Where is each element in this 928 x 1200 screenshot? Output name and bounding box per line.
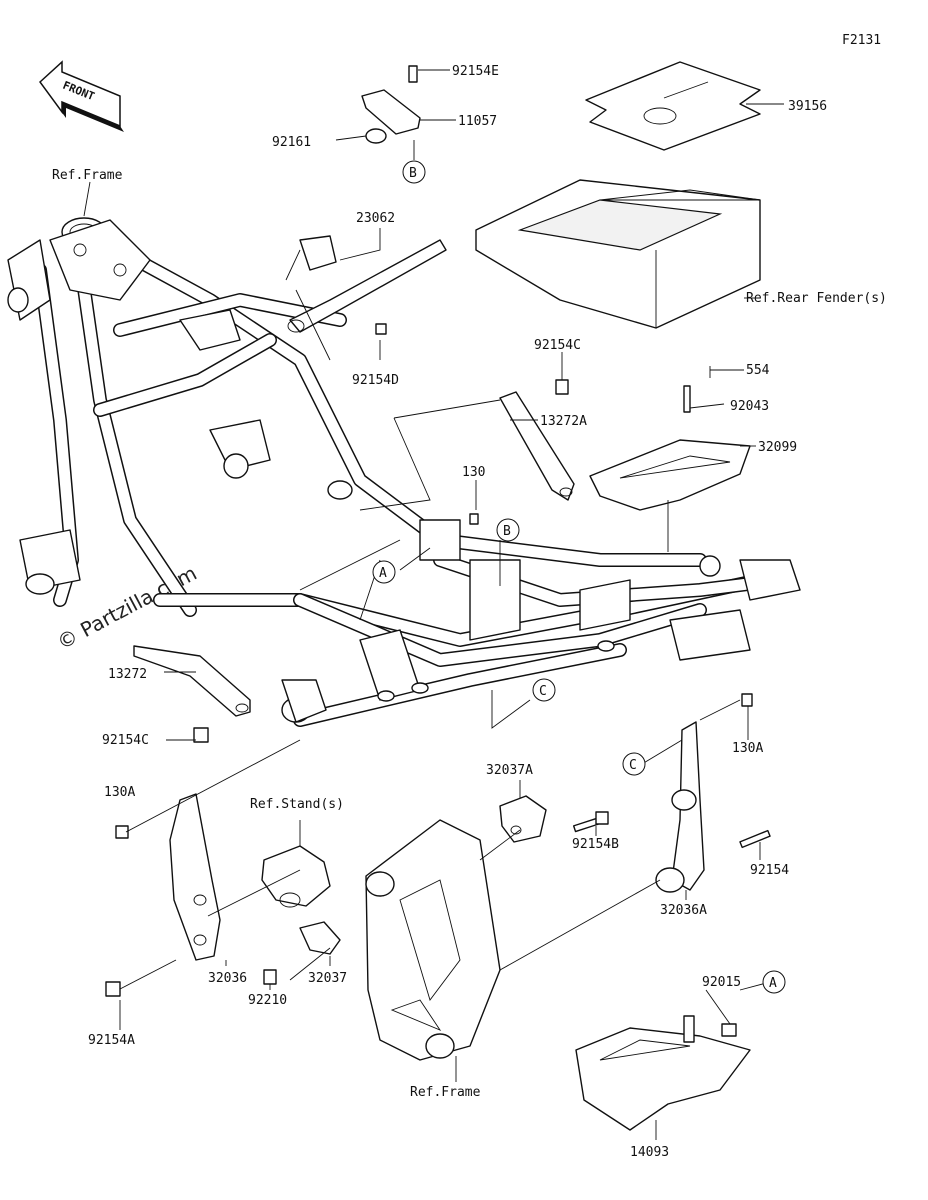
label-92154C-left: 92154C	[102, 733, 149, 748]
frame-casting-drawing	[365, 819, 501, 1061]
label-32037A: 32037A	[486, 763, 533, 778]
stay-13272A-drawing	[499, 379, 575, 501]
label-130A-right: 130A	[732, 741, 763, 756]
label-92210: 92210	[248, 993, 287, 1008]
svg-text:C: C	[629, 758, 637, 773]
label-39156: 39156	[788, 99, 827, 114]
label-92154E: 92154E	[452, 64, 499, 79]
bracket-32099-drawing	[589, 366, 751, 511]
svg-text:A: A	[379, 566, 387, 581]
label-ref-frame-bottom: Ref.Frame	[410, 1085, 481, 1100]
label-ref-stand: Ref.Stand(s)	[250, 797, 344, 812]
bolt-markers	[105, 323, 479, 997]
label-92154D: 92154D	[352, 373, 399, 388]
label-32099: 32099	[758, 440, 797, 455]
label-13272A: 13272A	[540, 414, 587, 429]
stand-bracket-drawing	[261, 845, 331, 908]
label-554: 554	[746, 363, 770, 378]
guard-14093-drawing	[575, 1015, 751, 1131]
callout-a-bottom: A	[762, 970, 786, 994]
bolt-92154B-drawing	[572, 811, 609, 833]
label-32036: 32036	[208, 971, 247, 986]
stay-13272-drawing	[133, 645, 251, 743]
svg-text:B: B	[409, 166, 417, 181]
label-92154C-top: 92154C	[534, 338, 581, 353]
callout-b-mid: B	[496, 518, 520, 542]
label-92161: 92161	[272, 135, 311, 150]
plate-32036A-drawing	[655, 693, 771, 893]
label-92154B: 92154B	[572, 837, 619, 852]
label-14093: 14093	[630, 1145, 669, 1160]
label-32037: 32037	[308, 971, 347, 986]
label-92043: 92043	[730, 399, 769, 414]
diagram-code: F2131	[842, 33, 881, 48]
svg-text:A: A	[769, 976, 777, 991]
label-13272: 13272	[108, 667, 147, 682]
label-92154A: 92154A	[88, 1033, 135, 1048]
bracket-11057-drawing	[361, 65, 421, 144]
bracket-23062-drawing	[285, 235, 447, 361]
callout-a-mid: A	[372, 560, 396, 584]
bracket-32037-drawing	[263, 921, 341, 985]
callout-c-mid: C	[532, 678, 556, 702]
label-23062: 23062	[356, 211, 395, 226]
svg-text:C: C	[539, 684, 547, 699]
front-arrow-icon: FRONT	[38, 60, 124, 132]
label-ref-rear-fender: Ref.Rear Fender(s)	[746, 291, 887, 306]
label-92154: 92154	[750, 863, 789, 878]
rear-fender-drawing	[475, 179, 761, 329]
callout-b-top: B	[402, 160, 426, 184]
bracket-32037A-drawing	[499, 795, 547, 843]
label-92015: 92015	[702, 975, 741, 990]
leader-lines	[83, 69, 784, 1140]
label-ref-frame-top: Ref.Frame	[52, 168, 123, 183]
pad-39156-drawing	[585, 61, 761, 151]
label-11057: 11057	[458, 114, 497, 129]
label-32036A: 32036A	[660, 903, 707, 918]
plate-32036-drawing	[115, 793, 221, 961]
label-130A-left: 130A	[104, 785, 135, 800]
svg-text:B: B	[503, 524, 511, 539]
part-labels: 92154E 11057 92161 39156 Ref.Frame 23062…	[52, 64, 887, 1160]
callout-c-right: C	[622, 752, 646, 776]
label-130: 130	[462, 465, 485, 480]
